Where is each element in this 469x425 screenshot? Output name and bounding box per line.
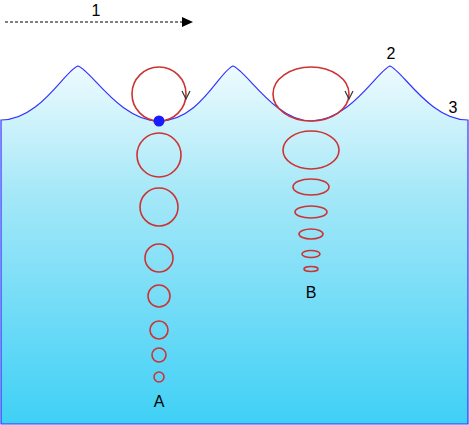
orbit-shallow	[273, 67, 349, 272]
point-label: B	[306, 284, 317, 302]
callout-number: 3	[449, 99, 458, 117]
water-body	[1, 66, 468, 424]
orbit-deep	[132, 67, 186, 382]
point-label: A	[154, 393, 165, 411]
rotation-arrow	[182, 91, 353, 99]
callout-number: 1	[92, 2, 101, 20]
water-particle	[154, 116, 165, 127]
callout-number: 2	[387, 45, 396, 63]
